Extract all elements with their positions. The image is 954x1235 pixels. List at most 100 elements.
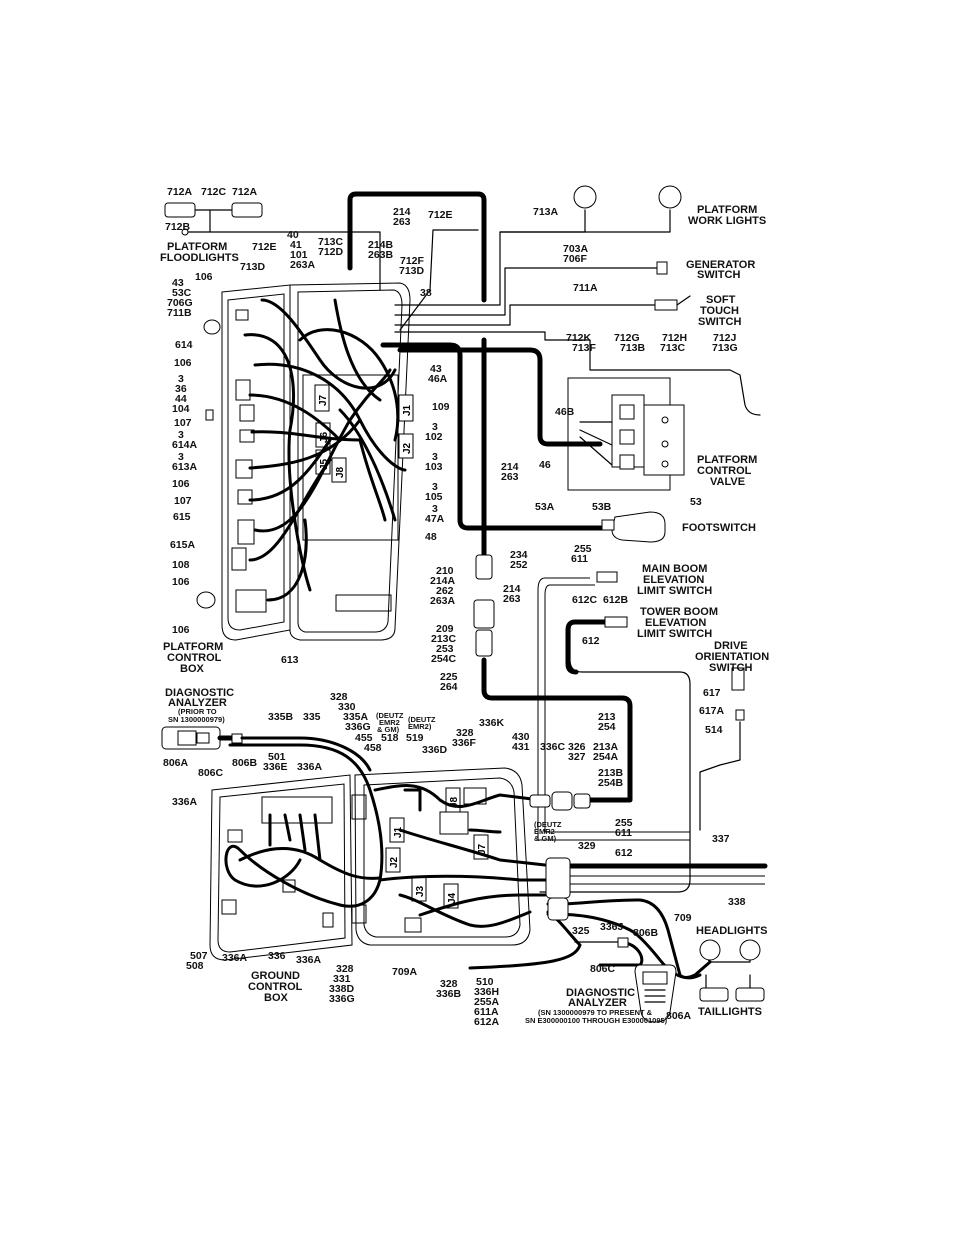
label-drive-orientation-2: ORIENTATION [695, 651, 769, 663]
label-101: 101 [290, 249, 308, 261]
label-712K: 712K [566, 332, 592, 344]
label-3-a: 3 [178, 373, 184, 385]
label-106-d: 106 [172, 576, 190, 588]
label-712J: 712J [713, 332, 737, 344]
label-806C-a: 806C [198, 767, 224, 779]
platform-device-wires [184, 209, 761, 893]
label-102: 102 [425, 431, 443, 443]
label-612A: 612A [474, 1016, 500, 1028]
drive-orientation-switch-icon [731, 667, 745, 691]
label-103: 103 [425, 461, 443, 473]
label-diag-analyzer-top-note-2: SN 1300000979) [168, 715, 225, 724]
label-drive-orientation-1: DRIVE [714, 640, 748, 652]
label-326: 326 [568, 741, 586, 753]
label-43: 43 [172, 277, 184, 289]
label-main-boom-1: MAIN BOOM [642, 563, 707, 575]
label-ground-control-box-2: CONTROL [248, 981, 303, 993]
label-40: 40 [287, 229, 299, 241]
label-104: 104 [172, 403, 190, 415]
label-210: 210 [436, 565, 454, 577]
label-diag-analyzer-bottom-1: DIAGNOSTIC [566, 987, 635, 999]
headlight-left-icon [699, 939, 721, 961]
label-106-e: 106 [172, 624, 190, 636]
label-diag-analyzer-bottom-note-2: SN E300000100 THROUGH E300001095) [525, 1016, 668, 1025]
label-263B: 263B [368, 249, 394, 261]
label-diag-analyzer-top-note-1: (PRIOR TO [178, 707, 217, 716]
label-254: 254 [598, 721, 616, 733]
label-225: 225 [440, 671, 458, 683]
taillight-left-icon [699, 987, 729, 1002]
label-612-a: 612 [582, 635, 600, 647]
connector-J2-upper: J2 [402, 442, 413, 454]
label-336G-b: 336G [329, 993, 355, 1005]
label-platform-control-box-3: BOX [180, 663, 205, 675]
label-612B: 612B [603, 594, 629, 606]
label-234: 234 [510, 549, 528, 561]
label-41: 41 [290, 239, 302, 251]
label-712A-right: 712A [232, 186, 258, 198]
generator-switch-icon [656, 261, 668, 275]
label-platform-control-valve-3: VALVE [710, 476, 745, 488]
label-713B: 713B [620, 342, 646, 354]
label-main-boom-2: ELEVATION [643, 574, 704, 586]
label-713D-b: 713D [240, 261, 266, 273]
label-617A: 617A [699, 705, 725, 717]
label-footswitch: FOOTSWITCH [682, 522, 756, 534]
footswitch [601, 511, 666, 543]
label-deutz-emr2-gm-2: EMR2 [534, 827, 555, 836]
label-255A: 255A [474, 996, 500, 1008]
platform-control-box: J7 J1 J6 J2 J5 J8 [196, 282, 414, 641]
diagnostic-analyzer-lower [617, 937, 677, 1023]
label-platform-control-box-2: CONTROL [167, 652, 222, 664]
label-105: 105 [425, 491, 443, 503]
label-431: 431 [512, 741, 530, 753]
label-336K: 336K [479, 717, 505, 729]
label-617: 617 [703, 687, 721, 699]
label-soft-touch-3: SWITCH [698, 316, 741, 328]
label-106-a: 106 [195, 271, 213, 283]
label-712E-b: 712E [428, 209, 453, 221]
soft-touch-switch-icon [654, 299, 678, 311]
label-diag-analyzer-bottom-2: ANALYZER [568, 997, 627, 1009]
label-706F: 706F [563, 253, 588, 265]
label-46A: 46A [428, 373, 448, 385]
label-3-d: 3 [432, 421, 438, 433]
label-335B: 335B [268, 711, 294, 723]
label-507: 507 [190, 950, 208, 962]
label-38: 38 [420, 287, 432, 299]
platform-floodlights [164, 202, 263, 236]
label-709: 709 [674, 912, 692, 924]
label-soft-touch-1: SOFT [706, 294, 736, 306]
label-336A-c: 336A [222, 952, 248, 964]
label-platform-work-lights-1: PLATFORM [697, 204, 757, 216]
label-headlights: HEADLIGHTS [696, 925, 768, 937]
label-deutz-gm-2: EMR2 [379, 718, 400, 727]
tower-boom-limit-switch-icon [604, 616, 628, 628]
label-712A-left: 712A [167, 186, 193, 198]
label-329: 329 [578, 840, 596, 852]
label-214A: 214A [430, 575, 456, 587]
label-tower-boom-3: LIMIT SWITCH [637, 628, 712, 640]
label-deutz-emr2-1: (DEUTZ [408, 715, 436, 724]
label-47A: 47A [425, 513, 445, 525]
label-108: 108 [172, 559, 190, 571]
label-336A-a: 336A [297, 761, 323, 773]
label-508: 508 [186, 960, 204, 972]
label-336A-d: 336A [296, 954, 322, 966]
label-336G-a: 336G [345, 721, 371, 733]
taillight-right-icon [735, 987, 765, 1002]
label-519: 519 [406, 732, 424, 744]
label-455: 455 [355, 732, 373, 744]
label-612C: 612C [572, 594, 598, 606]
label-214-top: 214 [393, 206, 411, 218]
label-611A: 611A [474, 1006, 499, 1018]
label-deutz-emr2-2: EMR2) [408, 722, 432, 731]
label-262: 262 [436, 585, 454, 597]
label-328-d: 328 [440, 978, 458, 990]
label-711B: 711B [167, 307, 192, 319]
label-336: 336 [268, 950, 286, 962]
label-712B: 712B [165, 221, 191, 233]
label-generator-switch-1: GENERATOR [686, 259, 755, 271]
connector-J8-upper: J8 [335, 466, 346, 478]
label-3-c: 3 [178, 451, 184, 463]
